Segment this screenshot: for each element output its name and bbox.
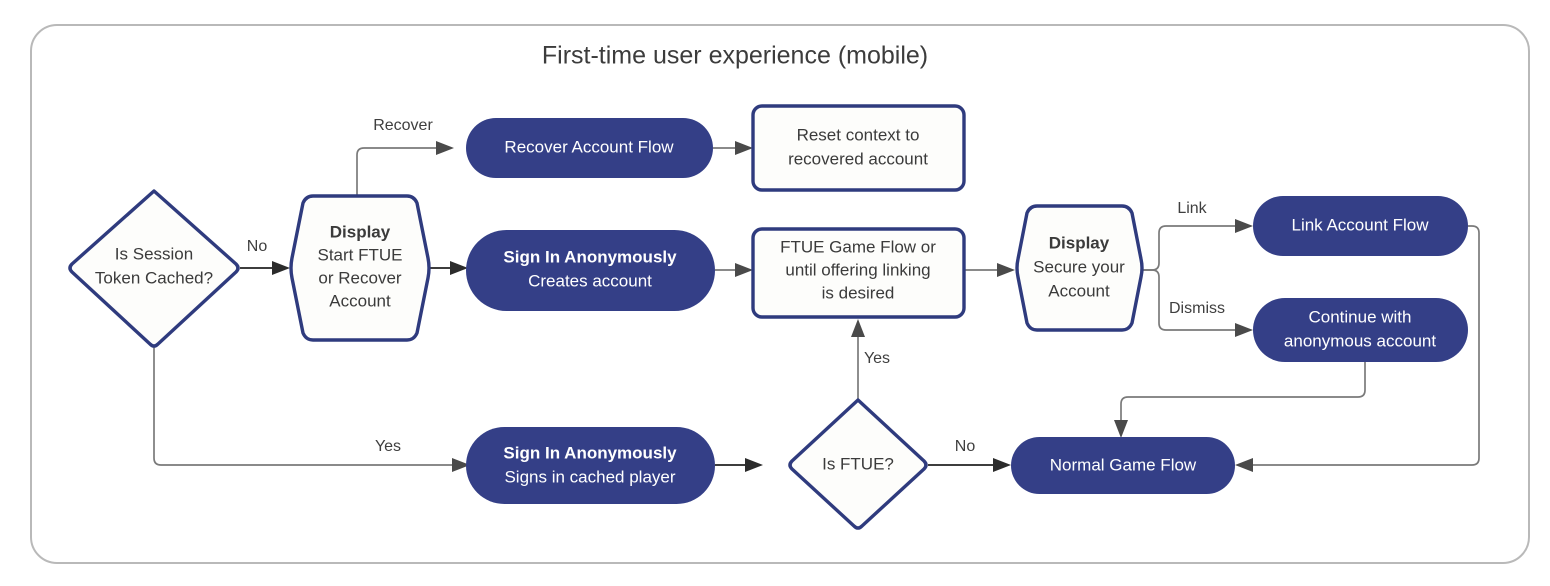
node-label-signin-cached-line2: Signs in cached player [504, 467, 675, 486]
node-label-continue-anon-line2: anonymous account [1284, 331, 1436, 350]
edge-link: Link [1138, 200, 1253, 271]
edge-session-yes: Yes [153, 326, 470, 472]
node-label-display-ftue-line3: or Recover [318, 268, 401, 287]
node-label-signin-cached-line1: Sign In Anonymously [503, 443, 677, 462]
edge-label-link: Link [1177, 200, 1207, 217]
node-label-ftue-game-line1: FTUE Game Flow or [780, 237, 936, 256]
node-recover-account-flow[interactable]: Recover Account Flow [466, 118, 713, 178]
edge-recoverflow-to-reset [713, 141, 753, 155]
node-label-reset-line1: Reset context to [797, 125, 920, 144]
node-label-session-line1: Is Session [115, 244, 193, 263]
node-normal-game-flow[interactable]: Normal Game Flow [1011, 437, 1235, 494]
node-label-display-ftue-line4: Account [329, 291, 391, 310]
edge-continueanon-to-normalflow [1114, 362, 1366, 438]
node-sign-in-anonymously-creates-account[interactable]: Sign In Anonymously Creates account [466, 230, 715, 311]
edge-isftue-no: No [928, 438, 1011, 472]
node-label-session-line2: Token Cached? [95, 268, 213, 287]
node-label-reset-line2: recovered account [788, 149, 928, 168]
node-label-signin-create-line1: Sign In Anonymously [503, 247, 677, 266]
edge-label-yes-session: Yes [375, 438, 401, 455]
node-label-continue-anon-line1: Continue with [1308, 307, 1411, 326]
node-ftue-game-flow[interactable]: FTUE Game Flow or until offering linking… [751, 227, 966, 319]
edge-isftue-yes: Yes [851, 319, 890, 399]
node-label-display-secure-line2: Secure your [1033, 257, 1125, 276]
node-is-ftue[interactable]: Is FTUE? [788, 398, 928, 530]
edge-label-no-isftue: No [955, 438, 976, 455]
node-link-account-flow[interactable]: Link Account Flow [1253, 196, 1468, 256]
node-display-secure-your-account[interactable]: Display Secure your Account [1015, 204, 1144, 332]
node-reset-context[interactable]: Reset context to recovered account [751, 104, 966, 192]
node-sign-in-anonymously-cached-player[interactable]: Sign In Anonymously Signs in cached play… [466, 427, 715, 504]
node-is-session-token-cached[interactable]: Is Session Token Cached? [68, 189, 240, 348]
node-label-link-flow: Link Account Flow [1291, 215, 1429, 234]
edge-label-recover: Recover [373, 117, 433, 134]
node-label-display-secure-line3: Account [1048, 281, 1110, 300]
edge-signincached-to-isftue [715, 458, 763, 472]
edge-recover: Recover [356, 117, 454, 196]
node-label-normal-flow: Normal Game Flow [1050, 455, 1197, 474]
edge-dismiss: Dismiss [1138, 269, 1253, 337]
edge-label-yes-isftue: Yes [864, 350, 890, 367]
node-label-recover-flow: Recover Account Flow [504, 137, 674, 156]
node-label-is-ftue: Is FTUE? [822, 454, 894, 473]
node-label-ftue-game-line2: until offering linking [785, 260, 930, 279]
node-label-ftue-game-line3: is desired [822, 283, 895, 302]
edge-session-no: No [240, 238, 290, 275]
edge-label-dismiss: Dismiss [1169, 300, 1225, 317]
edge-linkflow-to-normalflow [1235, 225, 1480, 472]
node-display-start-ftue[interactable]: Display Start FTUE or Recover Account [289, 194, 431, 342]
node-label-display-secure-line1: Display [1049, 233, 1110, 252]
edge-ftuegame-to-secure [963, 263, 1015, 277]
edge-label-no-session: No [247, 238, 268, 255]
edge-signin-to-ftuegame [715, 263, 753, 277]
node-continue-with-anonymous-account[interactable]: Continue with anonymous account [1253, 298, 1468, 362]
node-label-signin-create-line2: Creates account [528, 271, 652, 290]
node-label-display-ftue-line2: Start FTUE [317, 245, 402, 264]
edge-display-to-signin [430, 261, 468, 275]
page-title: First-time user experience (mobile) [542, 42, 928, 70]
node-label-display-ftue-line1: Display [330, 222, 391, 241]
